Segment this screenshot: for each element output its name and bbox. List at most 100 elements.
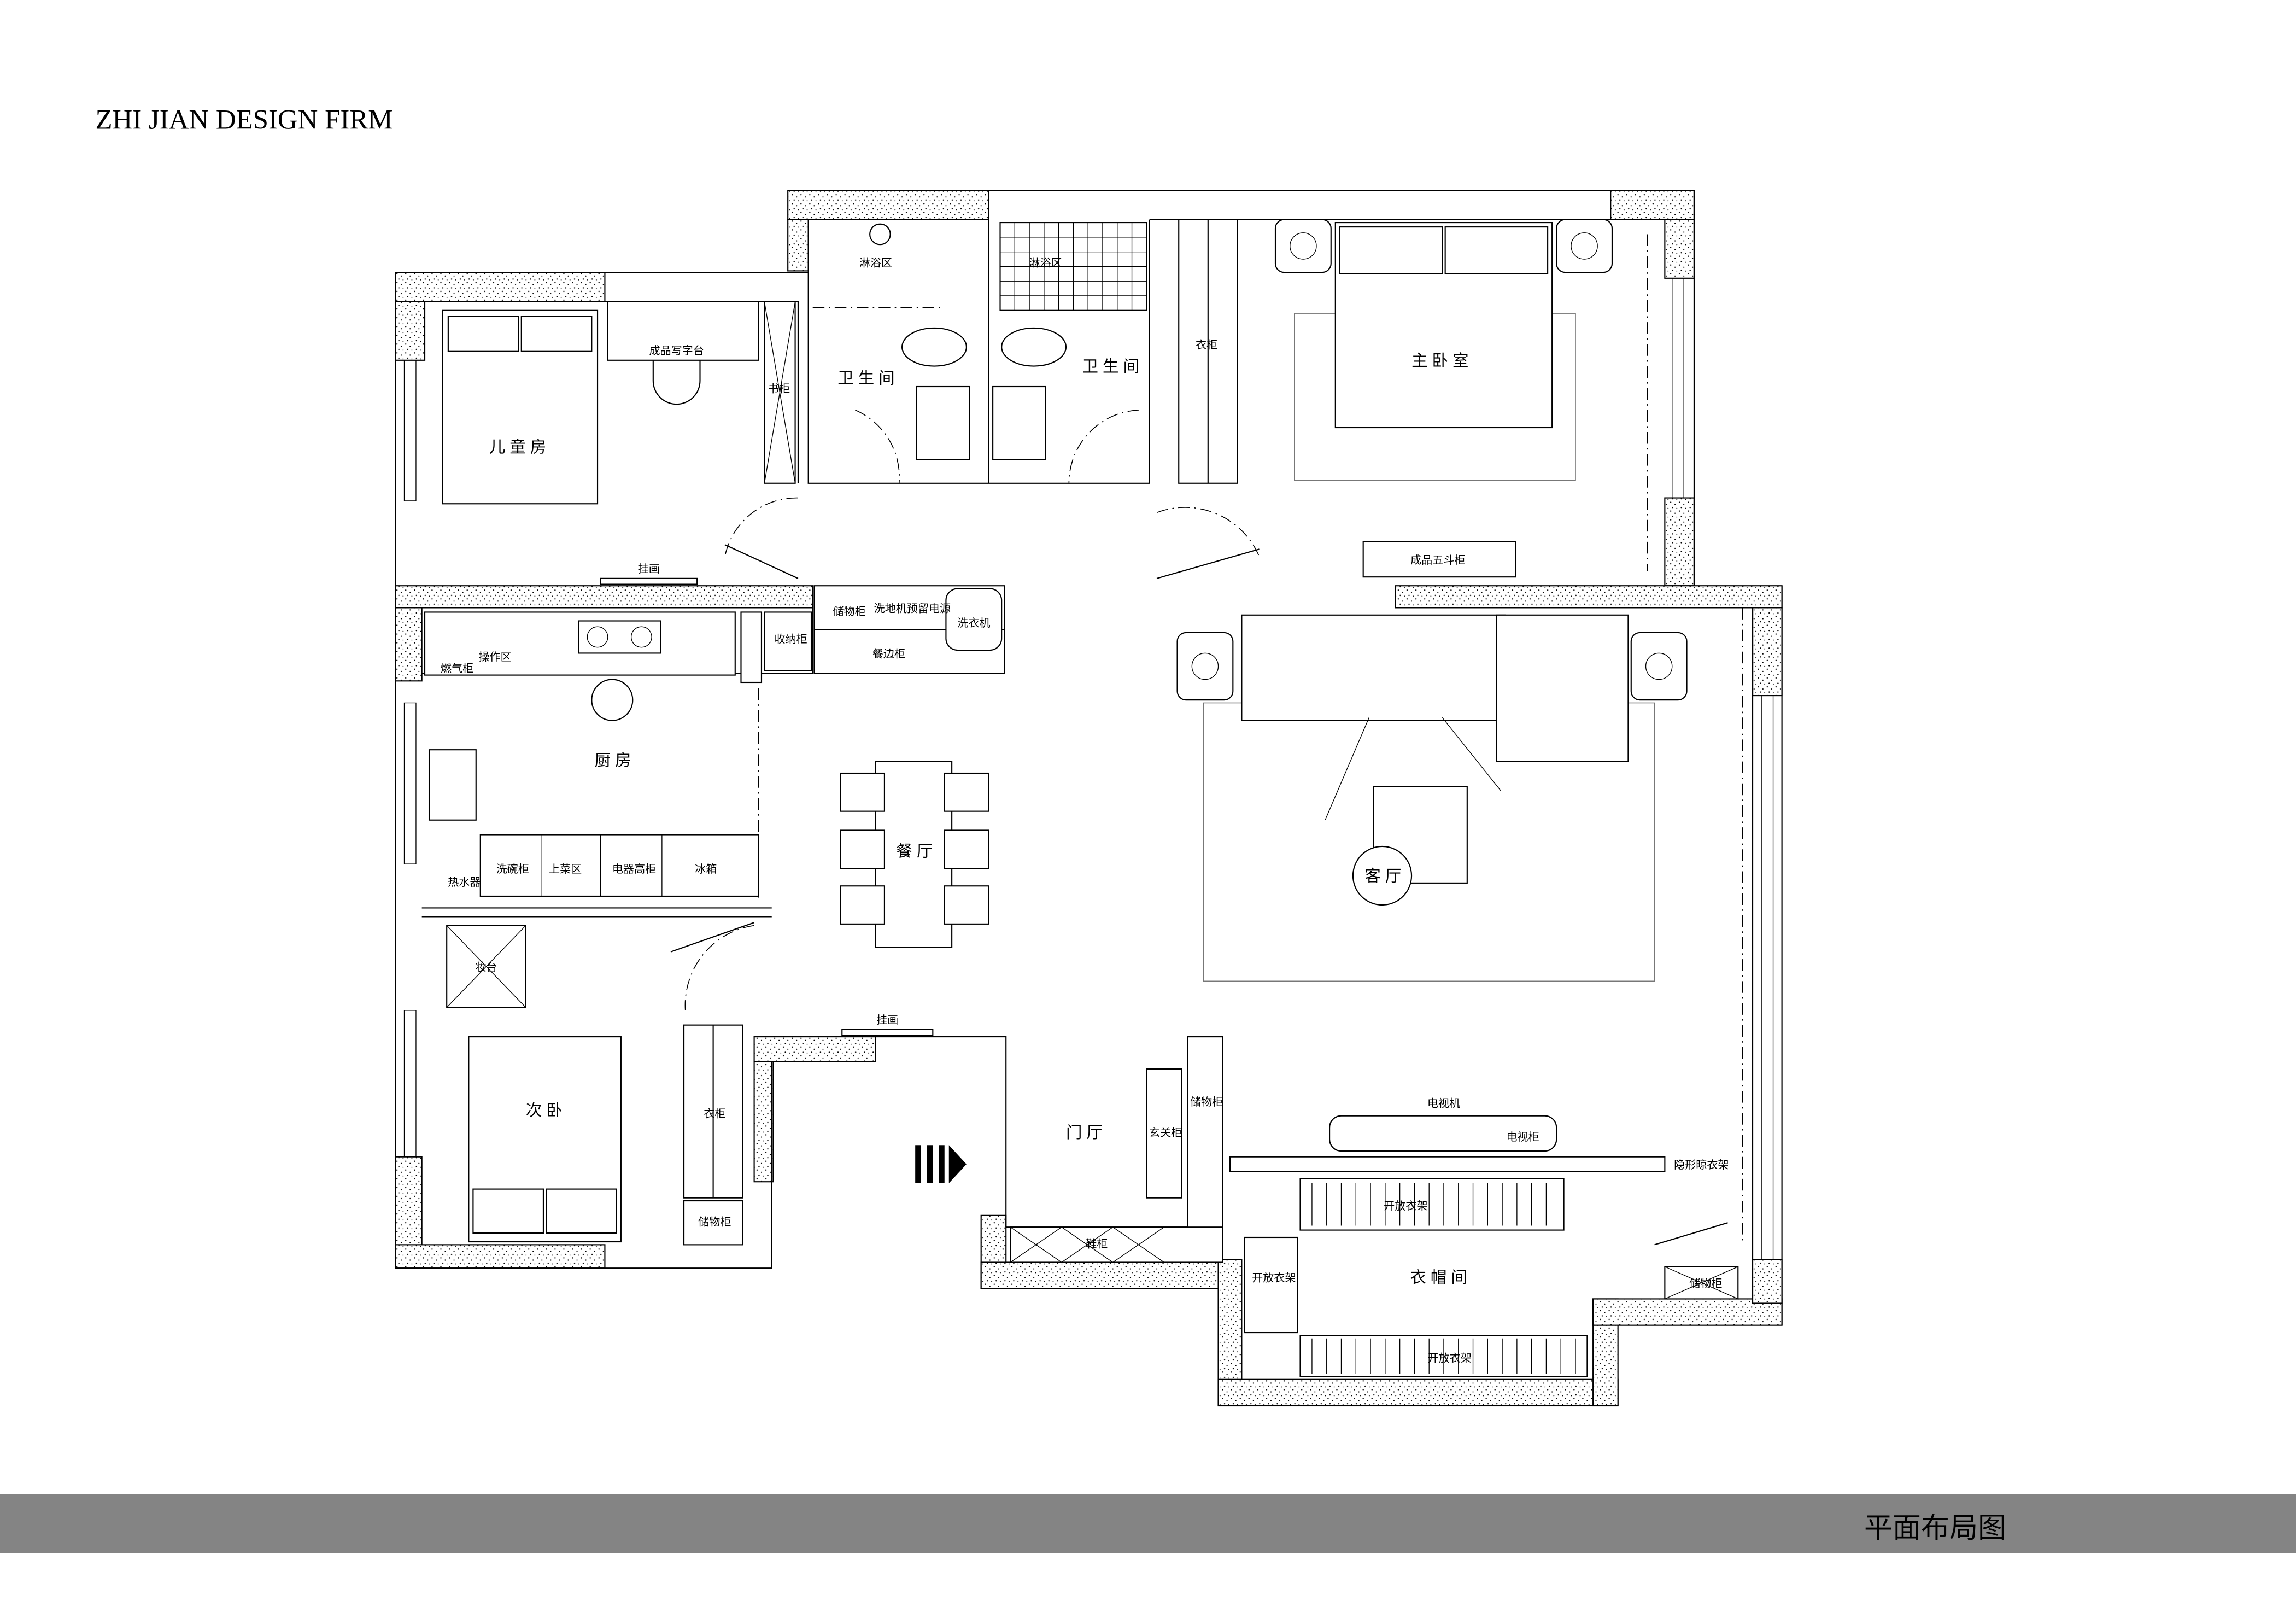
- storage-cabinet: [683, 1200, 743, 1246]
- room-label-bathroom: 卫生间: [1082, 357, 1144, 376]
- chair: [840, 885, 886, 925]
- label-work-area: 操作区: [478, 650, 511, 663]
- pillow: [472, 1188, 544, 1234]
- chair: [652, 360, 701, 405]
- window: [1672, 278, 1684, 499]
- shoe-cabinet: [1010, 1226, 1223, 1263]
- wall: [980, 1261, 1223, 1289]
- lamp-icon: [1290, 232, 1317, 260]
- foyer: [915, 1036, 1223, 1263]
- label-hidden-rack: 隐形晾衣架: [1674, 1158, 1729, 1171]
- side-table: [1176, 632, 1234, 701]
- label-tv-cabinet: 电视柜: [1506, 1130, 1539, 1143]
- dining: [840, 761, 989, 948]
- chair: [944, 885, 989, 925]
- lamp-icon: [1571, 232, 1598, 260]
- toilet: [1001, 327, 1067, 367]
- clothes-rack: [1244, 1236, 1298, 1334]
- wall: [1217, 1378, 1619, 1407]
- room-label-master: 主卧室: [1411, 352, 1473, 370]
- walls: [395, 190, 1783, 1407]
- room-label-kitchen: 厨房: [595, 751, 636, 770]
- lower-counter: [479, 834, 759, 897]
- wall: [1664, 219, 1695, 279]
- nightstand: [1556, 219, 1613, 273]
- room-label-cloakroom: 衣帽间: [1410, 1268, 1471, 1287]
- bathrooms: [812, 219, 1238, 484]
- living-room: [1176, 607, 1743, 1245]
- label-dishwasher: 洗碗柜: [496, 862, 529, 875]
- clothes-rack: [1299, 1178, 1565, 1231]
- door-swing: [724, 497, 798, 557]
- cooktop: [578, 620, 661, 654]
- wall: [1664, 497, 1695, 587]
- wall: [1752, 1259, 1783, 1304]
- kitchen: [424, 585, 1005, 901]
- firm-name: ZHI JIAN DESIGN FIRM: [95, 105, 393, 136]
- basin: [916, 385, 970, 460]
- label-gas-cabinet: 燃气柜: [441, 662, 473, 675]
- label-tv: 电视机: [1427, 1097, 1460, 1110]
- storage-cabinet: [1187, 1036, 1223, 1257]
- label-painting: 挂画: [638, 562, 660, 575]
- wall: [1610, 190, 1695, 220]
- label-bookcase: 书柜: [768, 382, 790, 395]
- pillow: [520, 316, 593, 352]
- label-open-rack: 开放衣架: [1428, 1352, 1472, 1365]
- wall: [753, 1061, 774, 1183]
- person: [591, 679, 634, 721]
- label-washer: 洗衣机: [957, 616, 990, 629]
- label-water-heater: 热水器: [448, 875, 481, 889]
- wall: [1592, 1298, 1783, 1326]
- label-storage: 储物柜: [833, 605, 866, 618]
- label-desk: 成品写字台: [649, 344, 704, 357]
- dresser: [1362, 541, 1516, 578]
- label-sideboard: 餐边柜: [872, 647, 905, 660]
- outline: [395, 190, 1783, 1325]
- shower-head-icon: [869, 223, 891, 246]
- toilet: [901, 327, 967, 367]
- pillow: [546, 1188, 617, 1234]
- basin: [992, 385, 1046, 460]
- storage-cabinet: [764, 611, 812, 671]
- label-open-rack: 开放衣架: [1384, 1199, 1427, 1212]
- dining-table: [875, 761, 953, 948]
- wall: [1395, 585, 1783, 609]
- entrance-arrow-icon: [915, 1145, 967, 1183]
- sink: [428, 749, 477, 821]
- lamp-icon: [1191, 652, 1219, 680]
- wall: [395, 607, 423, 682]
- wall: [1752, 607, 1783, 697]
- chair: [840, 772, 886, 812]
- label-serving-area: 上菜区: [549, 862, 582, 875]
- desk: [607, 301, 759, 361]
- label-fridge: 冰箱: [695, 862, 717, 875]
- cloakroom: [1244, 1178, 1739, 1377]
- side-table: [1630, 632, 1688, 701]
- drawing-title: 平面布局图: [1864, 1512, 2007, 1545]
- pillow: [1339, 226, 1443, 274]
- footer-bar: [0, 1494, 2296, 1553]
- sofa: [1241, 614, 1506, 721]
- lamp-icon: [1645, 652, 1673, 680]
- window: [403, 702, 417, 864]
- pillow: [447, 316, 519, 352]
- painting: [841, 1029, 934, 1036]
- room-label-second-bedroom: 次卧: [526, 1101, 567, 1120]
- wall: [753, 1036, 876, 1062]
- label-shoe-cabinet: 鞋柜: [1086, 1237, 1108, 1251]
- master-bedroom: [1156, 219, 1648, 579]
- wall: [787, 190, 989, 220]
- label-storage: 储物柜: [1190, 1095, 1223, 1108]
- window: [403, 360, 417, 501]
- room-label-dining: 餐厅: [896, 842, 937, 861]
- label-shower: 淋浴区: [1029, 256, 1062, 269]
- room-label-kids: 儿童房: [489, 438, 550, 457]
- label-shower: 淋浴区: [859, 256, 892, 269]
- kids-room: [442, 301, 799, 585]
- nightstand: [1274, 219, 1332, 273]
- chair: [944, 772, 989, 812]
- wall: [395, 272, 606, 302]
- wall: [395, 1156, 423, 1248]
